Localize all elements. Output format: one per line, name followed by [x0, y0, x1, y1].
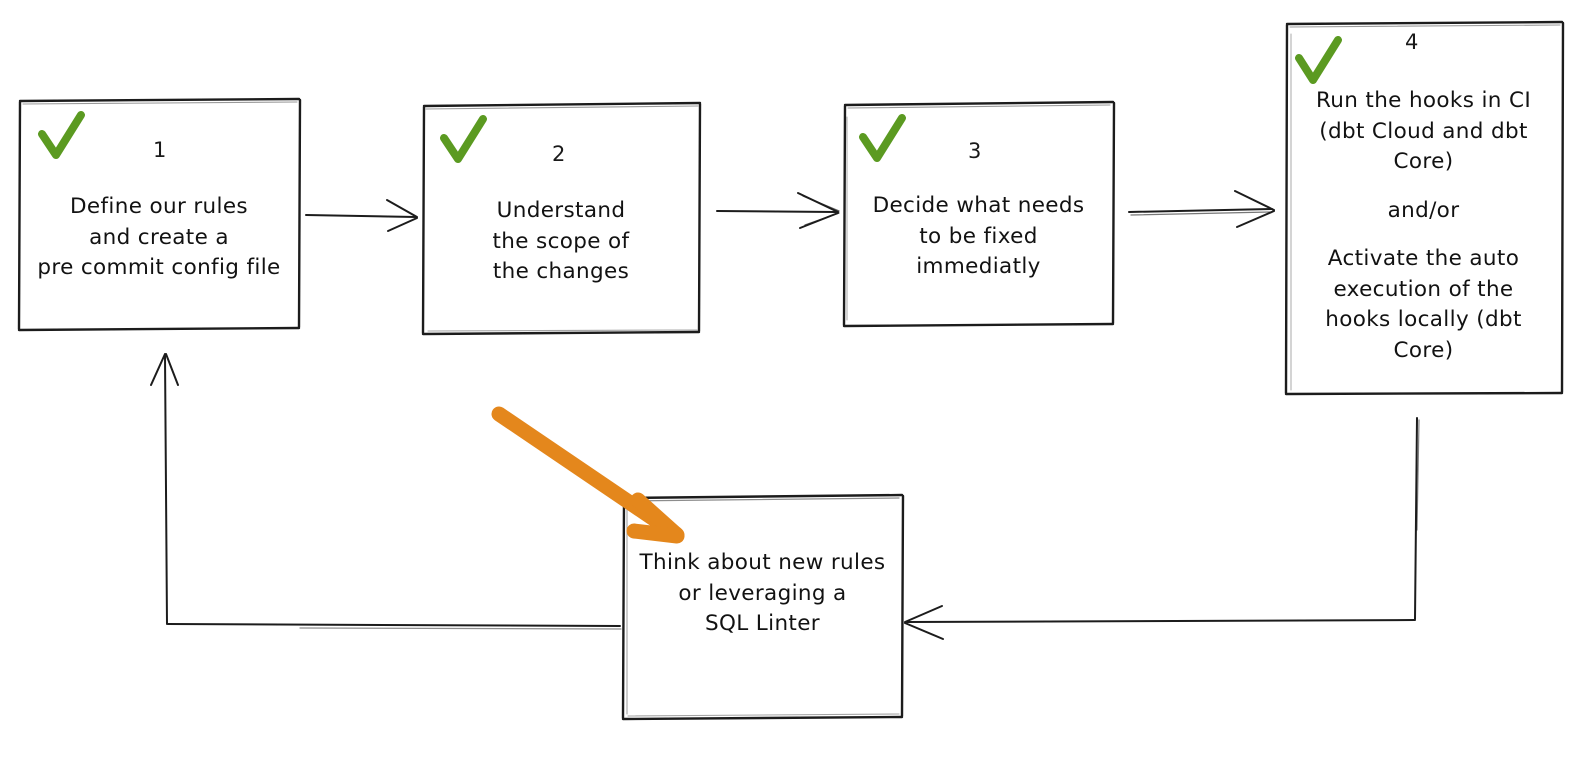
arrow-1-to-2 — [305, 199, 418, 232]
node-4-text-connector: and/or — [1387, 197, 1460, 223]
check-mark-icon — [1295, 36, 1343, 88]
node-4-text-primary: Run the hooks in CI (dbt Cloud and dbt C… — [1315, 88, 1532, 175]
node-2-text: Understand the scope of the changes — [492, 198, 630, 285]
check-mark-icon — [38, 110, 86, 162]
node-5-text: Think about new rules or leveraging a SQ… — [639, 550, 886, 637]
node-3[interactable]: 3 Decide what needs to be fixed immediat… — [843, 103, 1114, 325]
node-4-number: 4 — [1405, 30, 1419, 54]
arrow-4-to-5 — [904, 417, 1420, 640]
arrow-3-to-4 — [1128, 190, 1275, 228]
check-mark-icon — [859, 113, 907, 165]
node-1[interactable]: 1 Define our rules and create a pre comm… — [18, 100, 300, 328]
arrow-5-to-1 — [150, 353, 622, 630]
node-1-text: Define our rules and create a pre commit… — [37, 194, 281, 281]
node-4-text-secondary: Activate the auto execution of the hooks… — [1325, 246, 1522, 363]
node-4[interactable]: 4 Run the hooks in CI (dbt Cloud and dbt… — [1285, 22, 1562, 394]
node-3-text: Decide what needs to be fixed immediatly — [872, 193, 1085, 280]
node-2-number: 2 — [552, 142, 566, 166]
node-2[interactable]: 2 Understand the scope of the changes — [422, 104, 700, 333]
node-5[interactable]: Think about new rules or leveraging a SQ… — [622, 496, 903, 718]
node-3-number: 3 — [968, 139, 982, 163]
check-mark-icon — [440, 114, 488, 166]
node-1-number: 1 — [153, 138, 167, 162]
arrow-2-to-3 — [716, 192, 840, 229]
